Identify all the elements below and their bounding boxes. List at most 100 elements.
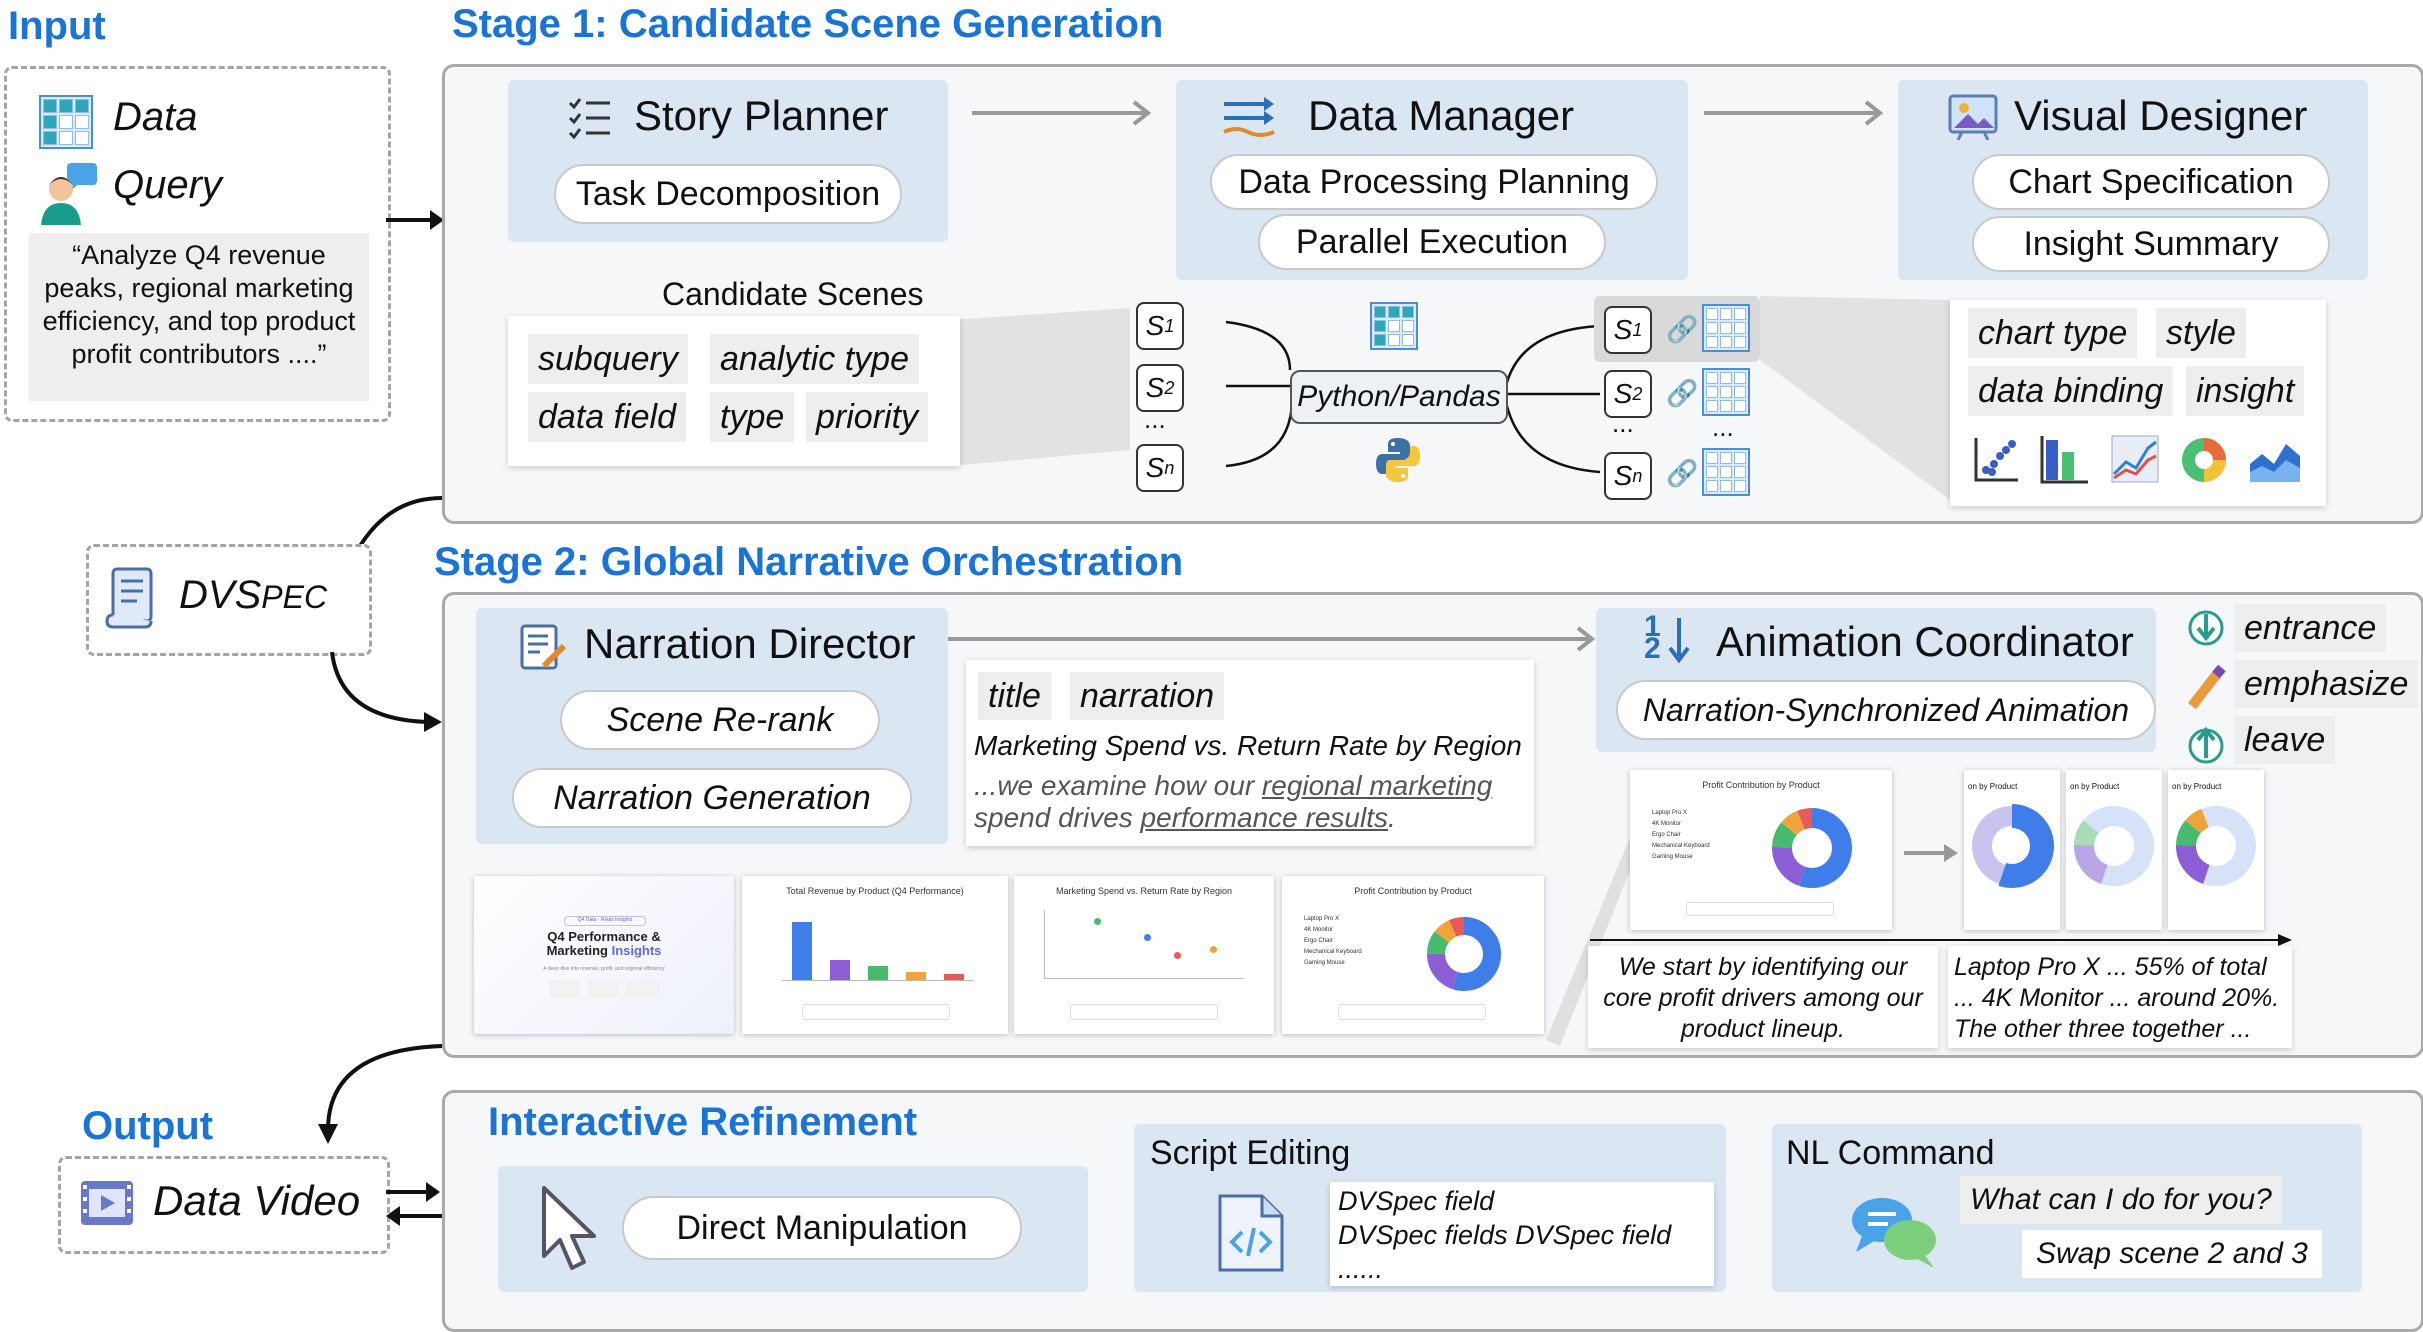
parallel-execution-pill: Parallel Execution [1258, 214, 1606, 270]
nl-command-title: NL Command [1786, 1134, 1995, 1172]
dvspec-to-stage2-arrow [330, 651, 442, 732]
scroll-document-icon [105, 567, 153, 629]
script-editor[interactable]: DVSpec field DVSpec fields DVSpec field … [1330, 1182, 1714, 1286]
script-line-3: ...... [1338, 1254, 1384, 1284]
kpi-card [588, 980, 618, 998]
donut-shot-title: Profit Contribution by Product [1354, 886, 1472, 896]
line-chart-icon [2111, 435, 2159, 483]
anim-frame-2: on by Product [1964, 770, 2060, 930]
scene-screenshot-scatter: Marketing Spend vs. Return Rate by Regio… [1014, 876, 1274, 1034]
dvspec-label: DVSPEC [179, 573, 328, 617]
narration-heading: Marketing Spend vs. Return Rate by Regio… [974, 730, 1522, 761]
link-icon: 🔗 [1666, 314, 1699, 344]
bar-5 [944, 974, 964, 980]
candidate-scenes-projection [950, 308, 1130, 466]
anim-donut-leave [2176, 806, 2256, 886]
output-box: Data Video [58, 1156, 390, 1254]
narration-director-title: Narration Director [584, 620, 916, 667]
output-title: Output [82, 1104, 214, 1148]
image-canvas-icon [1948, 94, 1998, 140]
python-pandas-node: Python/Pandas [1290, 370, 1508, 424]
scene-projection-right [1760, 296, 1950, 500]
direct-manipulation-panel: Direct Manipulation [498, 1166, 1088, 1292]
anim-frame-2-title: on by Product [1968, 782, 2018, 791]
bar-axis [782, 980, 974, 981]
title-subtitle: A deep dive into revenue, profit, and re… [543, 966, 665, 972]
anim-frame-4-title: on by Product [2172, 782, 2222, 791]
story-planner-panel: Story Planner Task Decomposition [508, 80, 948, 242]
anim-frame-3: on by Product [2066, 770, 2162, 930]
scatter-point [1094, 918, 1101, 925]
dvspec-box: DVSPEC [86, 544, 372, 656]
chip-type: type [710, 392, 795, 442]
input-title: Input [8, 4, 106, 48]
data-label: Data [113, 95, 198, 139]
anim-legend: Laptop Pro X 4K Monitor Ergo Chair Mecha… [1652, 810, 1710, 860]
caption-2-text: Laptop Pro X ... 55% of total ... 4K Mon… [1954, 953, 2280, 1043]
design-spec-card: chart type style data binding insight [1950, 300, 2326, 506]
chip-insight: insight [2186, 366, 2305, 416]
scene-screenshot-donut: Profit Contribution by Product Laptop Pr… [1282, 876, 1544, 1034]
nl-user-bubble[interactable]: Swap scene 2 and 3 [2022, 1230, 2322, 1278]
anim-frame-4: on by Product [2168, 770, 2264, 930]
chip-data-binding: data binding [1968, 366, 2174, 416]
visual-designer-panel: Visual Designer Chart Specification Insi… [1898, 80, 2368, 280]
link-icon: 🔗 [1666, 458, 1699, 488]
leave-icon [2188, 726, 2224, 764]
video-film-icon [81, 1181, 133, 1225]
user-query-icon [41, 163, 97, 225]
data-manager-panel: Data Manager Data Processing Planning Pa… [1176, 80, 1688, 280]
scatter-y-axis [1044, 910, 1045, 978]
stage1-to-dvspec-curve [358, 496, 443, 548]
caption-1-text: We start by identifying our core profit … [1603, 953, 1923, 1043]
scatter-shot-title: Marketing Spend vs. Return Rate by Regio… [1055, 886, 1233, 896]
story-planner-title: Story Planner [634, 92, 889, 139]
data-flow-icon [1223, 97, 1275, 137]
effect-entrance: entrance [2234, 604, 2387, 652]
chip-chart-type: chart type [1968, 308, 2138, 358]
chip-subquery: subquery [528, 334, 688, 384]
stage1-title: Stage 1: Candidate Scene Generation [452, 2, 1164, 46]
anim-donut-full [1772, 808, 1852, 888]
pipeline-connectors [1225, 320, 1601, 474]
caption-card-2: Laptop Pro X ... 55% of total ... 4K Mon… [1948, 946, 2292, 1048]
planner-to-manager-arrow [972, 100, 1152, 126]
scatter-point [1210, 946, 1217, 953]
candidate-scenes-card: subquery analytic type data field type p… [508, 316, 960, 466]
director-to-coordinator-arrow [948, 626, 1596, 652]
frame-transition-arrow [1904, 844, 1958, 862]
scatter-point [1174, 952, 1181, 959]
entrance-icon [2188, 610, 2224, 646]
donut-legend: Laptop Pro X 4K Monitor Ergo Chair Mecha… [1304, 916, 1362, 966]
chip-data-field: data field [528, 392, 686, 442]
pie-chart-icon [2182, 438, 2226, 482]
candidate-scenes-label: Candidate Scenes [662, 276, 924, 312]
data-video-label: Data Video [153, 1177, 361, 1224]
bar-shot-title: Total Revenue by Product (Q4 Performance… [786, 886, 964, 896]
insight-summary-pill: Insight Summary [1972, 216, 2330, 272]
title-tag: Q4 Data · Retail Insights [564, 916, 646, 926]
scatter-chart-icon [1974, 438, 2018, 482]
narration-director-panel: Narration Director Scene Re-rank Narrati… [476, 608, 948, 844]
left-ellipsis: ... [1144, 404, 1166, 434]
scene-table-icon [1702, 448, 1750, 496]
chip-priority: priority [806, 392, 929, 442]
right-ellipsis: ... [1612, 408, 1634, 438]
script-line-1: DVSpec field [1338, 1186, 1495, 1216]
bar-2 [830, 960, 850, 980]
narration-line-1: ...we examine how our regional marketing [974, 770, 1493, 801]
animation-coordinator-title: Animation Coordinator [1716, 618, 2134, 665]
nl-command-panel: NL Command What can I do for you? Swap s… [1772, 1124, 2362, 1292]
donut-caption-box [1338, 1004, 1486, 1020]
chip-style: style [2156, 308, 2246, 358]
python-logo-icon [1376, 438, 1420, 482]
chip-narration: narration [1070, 672, 1225, 720]
chip-title: title [978, 672, 1051, 720]
